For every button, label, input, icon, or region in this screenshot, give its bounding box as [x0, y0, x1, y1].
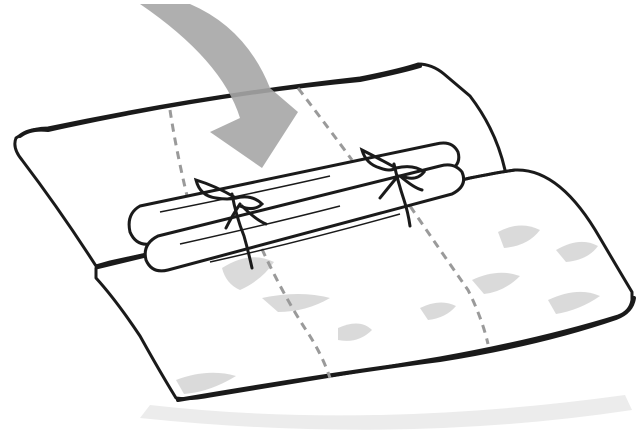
pad-shadow: [140, 395, 632, 430]
